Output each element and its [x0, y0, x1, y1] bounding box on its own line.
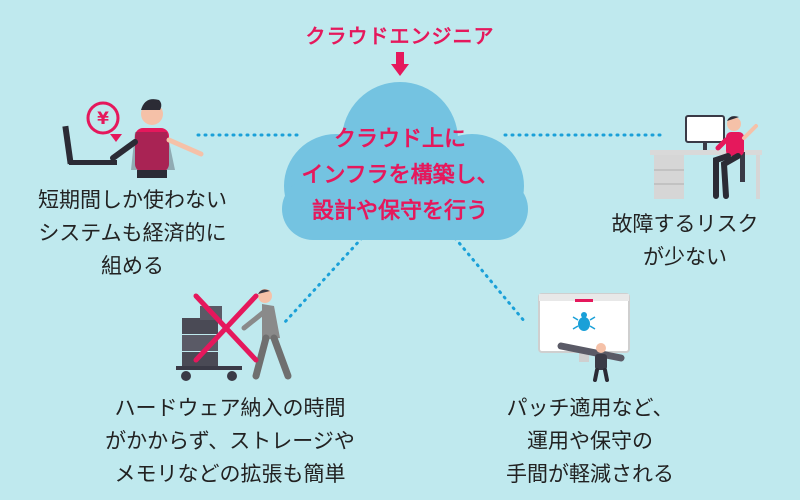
cloud-line: インフラを構築し、 [301, 163, 499, 188]
yen-symbol: ¥ [97, 109, 109, 129]
caption-line: ハードウェア納入の時間 [114, 396, 346, 420]
caption-line: 手間が軽減される [506, 462, 674, 486]
caption-line: 故障するリスク [611, 212, 759, 236]
person-laptop-yen-icon: ¥ [62, 99, 204, 178]
caption-line: が少ない [643, 245, 727, 269]
caption-left: 短期間しか使わない システムも経済的に 組める [0, 184, 265, 283]
caption-line: 運用や保守の [527, 429, 653, 453]
person-cart-icon [176, 289, 292, 381]
cloud-text: クラウド上に インフラを構築し、 設計や保守を行う [270, 122, 530, 230]
caption-bottom-left: ハードウェア納入の時間 がかからず、ストレージや メモリなどの拡張も簡単 [70, 392, 390, 491]
caption-line: がかからず、ストレージや [105, 429, 355, 453]
caption-bottom-right: パッチ適用など、 運用や保守の 手間が軽減される [460, 392, 720, 491]
top-label: クラウドエンジニア [305, 24, 495, 48]
caption-line: 短期間しか使わない [38, 188, 227, 212]
caption-line: システムも経済的に [38, 221, 227, 245]
x-mark-icon [193, 293, 259, 363]
caption-line: 組める [101, 254, 164, 278]
monitor-bug-icon [538, 293, 630, 382]
person-desk-icon [650, 115, 762, 199]
connector-bottom-left [283, 236, 364, 324]
caption-line: メモリなどの拡張も簡単 [114, 462, 346, 486]
down-arrow-icon [391, 52, 409, 76]
cloud-line: 設計や保守を行う [311, 199, 488, 224]
connector-bottom-right [453, 236, 527, 324]
caption-line: パッチ適用など、 [506, 396, 674, 420]
cloud-shape [282, 82, 528, 240]
caption-right: 故障するリスク が少ない [585, 208, 785, 274]
cloud-line: クラウド上に [333, 127, 466, 152]
